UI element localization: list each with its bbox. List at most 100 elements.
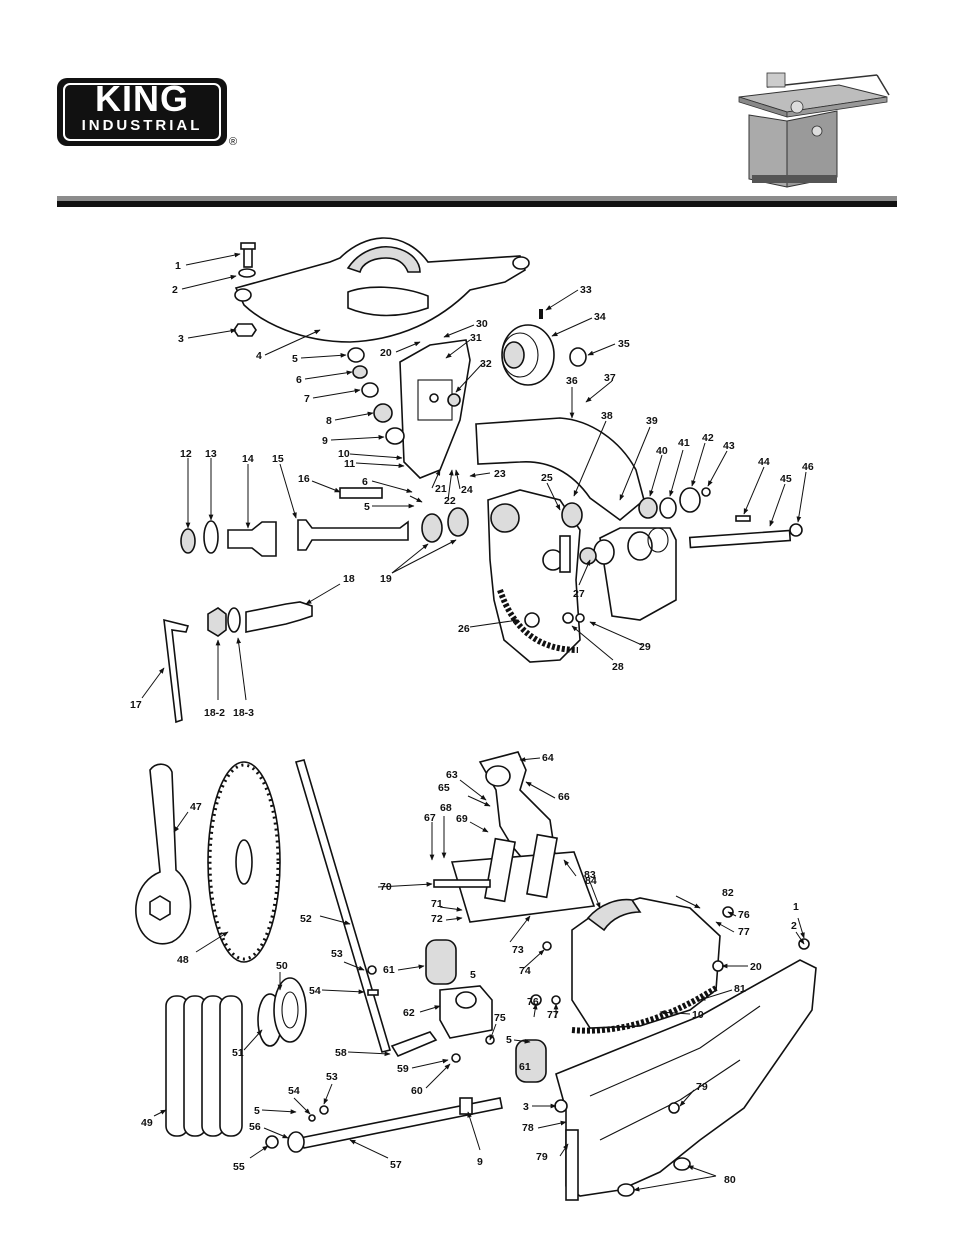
collars-40-to-43 — [638, 487, 711, 519]
pulley-34 — [501, 309, 587, 386]
callout-32: 32 — [480, 358, 492, 370]
callout-77-right: 77 — [738, 926, 750, 938]
callout-72: 72 — [431, 913, 443, 925]
trunnion-bracket-part-4 — [234, 237, 530, 343]
washers-5-to-9 — [347, 347, 405, 445]
callout-13: 13 — [205, 448, 217, 460]
callout-30: 30 — [476, 318, 488, 330]
callout-73: 73 — [512, 944, 524, 956]
callout-49: 49 — [141, 1117, 153, 1129]
callout-54-lower: 54 — [288, 1085, 300, 1097]
callout-79-lower: 79 — [536, 1151, 548, 1163]
callout-70: 70 — [380, 881, 392, 893]
callout-39: 39 — [646, 415, 658, 427]
callout-42: 42 — [702, 432, 714, 444]
callout-35: 35 — [618, 338, 630, 350]
callout-61-lower: 61 — [519, 1061, 531, 1073]
logo-subtitle: INDUSTRIAL — [81, 117, 203, 134]
callout-56: 56 — [249, 1121, 261, 1133]
callout-31: 31 — [470, 332, 482, 344]
callout-6: 6 — [296, 374, 302, 386]
callout-23: 23 — [494, 468, 506, 480]
callout-69: 69 — [456, 813, 468, 825]
callout-74: 74 — [519, 965, 531, 977]
logo-frame — [63, 83, 221, 141]
callout-64: 64 — [542, 752, 554, 764]
callout-36: 36 — [566, 375, 578, 387]
callout-60: 60 — [411, 1085, 423, 1097]
callout-44: 44 — [758, 456, 770, 468]
callout-5: 5 — [292, 353, 298, 365]
callout-55: 55 — [233, 1161, 245, 1173]
callout-1-lower: 1 — [793, 901, 799, 913]
callout-5-worm: 5 — [470, 969, 476, 981]
callout-79: 79 — [696, 1081, 708, 1093]
callout-50: 50 — [276, 960, 288, 972]
callout-83: 83 — [584, 869, 596, 881]
callout-18-3: 18-3 — [233, 707, 254, 719]
bearings-19 — [421, 507, 469, 543]
king-industrial-logo: KING INDUSTRIAL — [57, 78, 227, 146]
callout-20: 20 — [380, 347, 392, 359]
callout-3: 3 — [178, 333, 184, 345]
callout-67: 67 — [424, 812, 436, 824]
callout-43: 43 — [723, 440, 735, 452]
callout-76-right: 76 — [738, 909, 750, 921]
shaft-45 — [688, 515, 803, 549]
callout-75: 75 — [494, 1012, 506, 1024]
callout-22: 22 — [444, 495, 456, 507]
callout-8: 8 — [326, 415, 332, 427]
callout-1: 1 — [175, 260, 181, 272]
callout-63: 63 — [446, 769, 458, 781]
callout-34: 34 — [594, 311, 606, 323]
callout-29: 29 — [639, 641, 651, 653]
callout-19: 19 — [380, 573, 392, 585]
trunnion-gear-part-26 — [487, 489, 581, 663]
callout-84: 84 — [585, 875, 597, 887]
callout-61: 61 — [383, 964, 395, 976]
trunnion-block-27 — [562, 527, 677, 624]
mount-plate-73 — [450, 833, 596, 923]
callout-71: 71 — [431, 898, 443, 910]
callout-78: 78 — [522, 1122, 534, 1134]
worm-gear-61-62 — [425, 939, 493, 1039]
v-belts-49 — [165, 995, 243, 1137]
callout-68: 68 — [440, 802, 452, 814]
bolt-70 — [433, 879, 491, 888]
callout-46: 46 — [802, 461, 814, 473]
callout-14: 14 — [242, 453, 254, 465]
trunnion-segment-81-82 — [571, 897, 721, 1034]
callout-5-lower: 5 — [364, 501, 370, 513]
callout-77: 77 — [547, 1009, 559, 1021]
arbor-nut-18 — [207, 601, 313, 637]
callout-38: 38 — [601, 410, 613, 422]
callout-6-lower: 6 — [362, 476, 368, 488]
callout-37: 37 — [604, 372, 616, 384]
motor-pulley-51 — [257, 977, 307, 1047]
registered-mark: ® — [229, 136, 238, 148]
callout-59: 59 — [397, 1063, 409, 1075]
callout-80: 80 — [724, 1174, 736, 1186]
callout-2-lower: 2 — [791, 920, 797, 932]
table-saw-thumbnail — [738, 72, 890, 188]
callout-33: 33 — [580, 284, 592, 296]
base-frame-78 — [555, 959, 817, 1201]
callout-16: 16 — [298, 473, 310, 485]
callout-18: 18 — [343, 573, 355, 585]
callout-52: 52 — [300, 913, 312, 925]
blade-wrench-47 — [135, 763, 192, 945]
callout-24: 24 — [461, 484, 473, 496]
arbor-parts-12-to-16 — [180, 487, 409, 557]
control-rod-52 — [294, 759, 392, 1053]
logo-wordmark: KING — [95, 78, 189, 119]
callout-48: 48 — [177, 954, 189, 966]
callout-10-lower: 10 — [692, 1009, 704, 1021]
callout-5-lower-right: 5 — [506, 1034, 512, 1046]
callout-17: 17 — [130, 699, 142, 711]
callout-11: 11 — [344, 458, 355, 470]
header-rule-black — [57, 201, 897, 207]
arbor-bracket-plate — [399, 339, 471, 479]
worm-gear-61b — [515, 1039, 547, 1083]
callout-53-lower: 53 — [326, 1071, 338, 1083]
